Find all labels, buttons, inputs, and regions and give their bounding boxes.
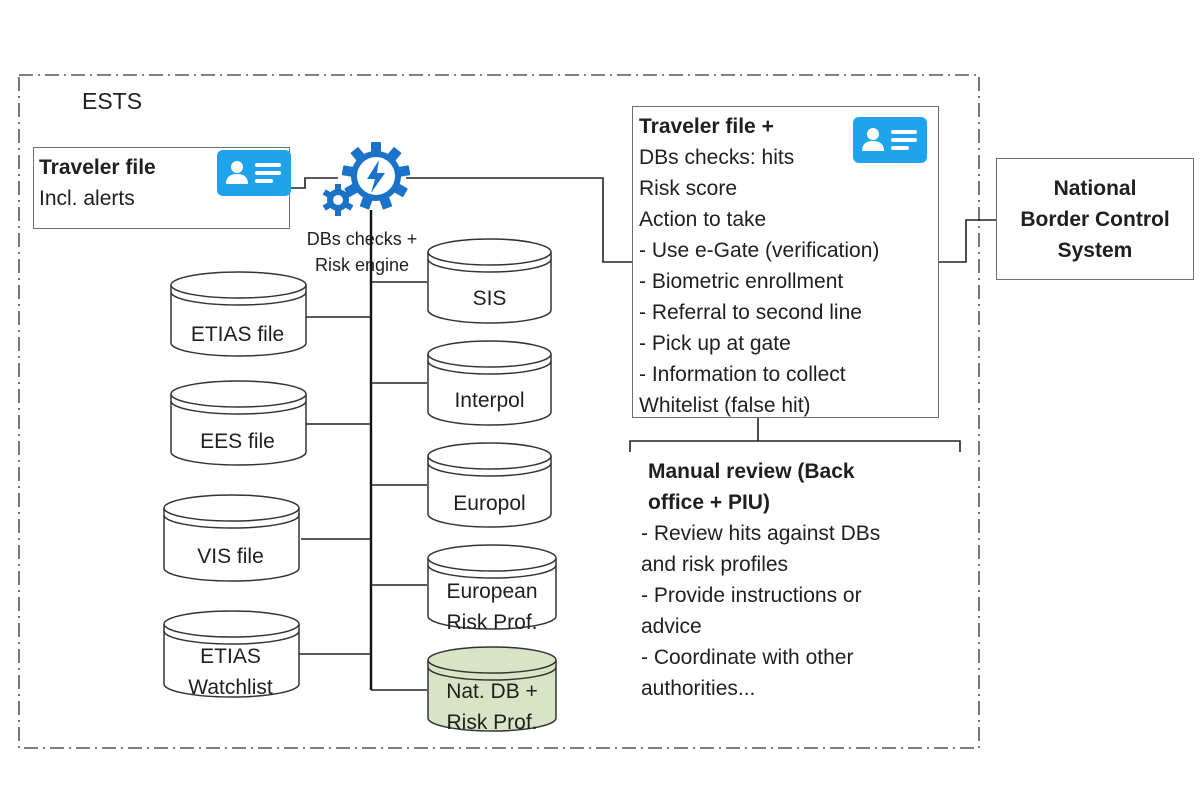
database-label: SIS: [472, 287, 507, 310]
result-line: Action to take: [639, 208, 767, 231]
database-ees-file: EES file: [170, 380, 307, 466]
manual-review-title: Manual review (Back office + PIU): [648, 456, 948, 518]
database-vis-file: VIS file: [163, 494, 300, 582]
engine-caption-line2: Risk engine: [314, 255, 410, 275]
ncs-line1: National: [1053, 176, 1137, 200]
traveler-file-title: Traveler file: [39, 156, 156, 179]
manual-review-line: advice: [641, 615, 702, 638]
ests-boundary: [18, 74, 980, 749]
gear-lightning-icon: [322, 142, 410, 216]
traveler-file-subtitle: Incl. alerts: [39, 187, 135, 210]
manual-review-line: and risk profiles: [641, 553, 789, 576]
national-border-control-system-box: National Border Control System: [996, 158, 1194, 280]
result-line: - Use e-Gate (verification): [639, 239, 880, 262]
result-line: - Information to collect: [639, 363, 846, 386]
manual-review-line: - Coordinate with other: [641, 646, 854, 669]
database-label: VIS file: [197, 545, 264, 568]
ncs-line3: System: [1057, 238, 1133, 262]
database-label: Interpol: [454, 389, 525, 412]
database-label: ETIAS Watchlist: [188, 645, 273, 699]
ests-title: ESTS: [82, 88, 143, 114]
result-line: - Pick up at gate: [639, 332, 791, 355]
database-nat-db-risk-prof: Nat. DB + Risk Prof.: [427, 646, 562, 734]
result-line: - Referral to second line: [639, 301, 862, 324]
result-line: Whitelist (false hit): [639, 394, 811, 417]
manual-review-title-line1: Manual review (Back: [648, 460, 855, 483]
database-sis: SIS: [427, 238, 562, 324]
database-interpol: Interpol: [427, 340, 562, 426]
database-label: Nat. DB + Risk Prof.: [446, 680, 538, 734]
result-title: Traveler file +: [639, 115, 774, 138]
id-card-icon: [217, 150, 291, 196]
database-etias-file: ETIAS file: [170, 271, 307, 357]
manual-review-title-line2: office + PIU): [648, 491, 770, 514]
ncs-line2: Border Control: [1020, 207, 1170, 231]
database-label: EES file: [200, 430, 275, 453]
database-label: ETIAS file: [190, 323, 285, 346]
manual-review-line: - Review hits against DBs: [641, 522, 881, 545]
manual-review-line: - Provide instructions or: [641, 584, 862, 607]
database-europol: Europol: [427, 442, 562, 528]
result-line: DBs checks: hits: [639, 146, 795, 169]
id-card-icon: [853, 117, 927, 163]
database-label: Europol: [453, 492, 526, 515]
engine-caption: DBs checks + Risk engine: [292, 226, 432, 278]
engine-caption-line1: DBs checks +: [306, 229, 418, 249]
database-etias-watchlist: ETIAS Watchlist: [163, 610, 300, 699]
result-line: Risk score: [639, 177, 738, 200]
result-line: - Biometric enrollment: [639, 270, 844, 293]
manual-review-line: authorities...: [641, 677, 756, 700]
database-label: European Risk Prof.: [446, 580, 538, 634]
database-european-risk-prof: European Risk Prof.: [427, 544, 562, 634]
